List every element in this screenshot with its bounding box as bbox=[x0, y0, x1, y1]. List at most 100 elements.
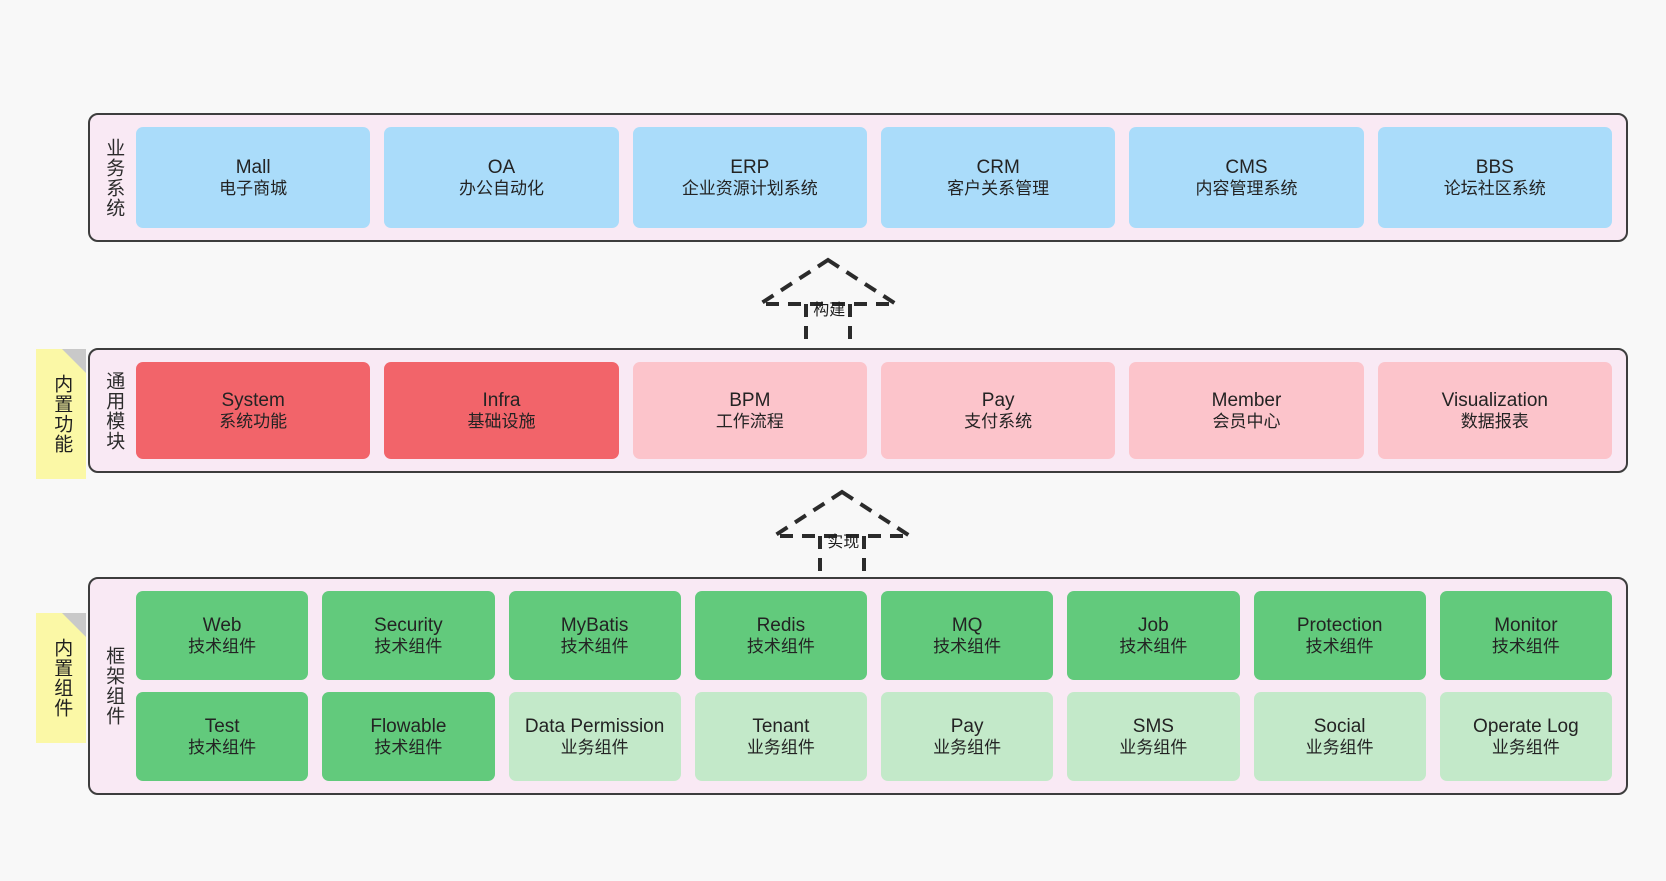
arrow-implement-label: 实现 bbox=[827, 534, 860, 551]
node-data-permission[interactable]: Data Permission 业务组件 bbox=[508, 692, 681, 781]
node-bpm[interactable]: BPM 工作流程 bbox=[632, 362, 867, 459]
node-tenant-name: Tenant bbox=[752, 715, 810, 737]
node-mall[interactable]: Mall 电子商城 bbox=[136, 127, 371, 228]
sticky-note-builtin-components: 内置组件 bbox=[36, 613, 86, 743]
node-infra-desc: 基础设施 bbox=[467, 411, 536, 431]
layer-business-system: 业务系统 Mall 电子商城 OA 办公自动化 ERP 企业资源计划系统 CRM… bbox=[88, 113, 1628, 242]
sticky-note-builtin-features: 内置功能 bbox=[36, 349, 86, 479]
node-erp-desc: 企业资源计划系统 bbox=[681, 178, 818, 198]
layer-business-system-title: 业务系统 bbox=[103, 137, 125, 218]
layer-common-module: 通用模块 System 系统功能 Infra 基础设施 BPM 工作流程 Pay… bbox=[88, 348, 1628, 473]
node-crm[interactable]: CRM 客户关系管理 bbox=[880, 127, 1116, 228]
node-erp-name: ERP bbox=[730, 156, 770, 178]
node-mq[interactable]: MQ 技术组件 bbox=[881, 591, 1054, 680]
node-pay-component[interactable]: Pay 业务组件 bbox=[881, 692, 1054, 781]
sticky-note-builtin-features-label: 内置功能 bbox=[51, 374, 73, 454]
node-infra[interactable]: Infra 基础设施 bbox=[384, 362, 619, 459]
node-flowable[interactable]: Flowable 技术组件 bbox=[322, 692, 495, 781]
node-member-desc: 会员中心 bbox=[1212, 411, 1281, 431]
node-oa-desc: 办公自动化 bbox=[458, 178, 544, 198]
node-infra-name: Infra bbox=[482, 389, 521, 411]
node-system-name: System bbox=[221, 389, 285, 411]
node-pay-module[interactable]: Pay 支付系统 bbox=[880, 362, 1116, 459]
node-operate-log-name: Operate Log bbox=[1473, 715, 1579, 737]
node-sms[interactable]: SMS 业务组件 bbox=[1067, 692, 1240, 781]
layer-common-module-nodes: System 系统功能 Infra 基础设施 BPM 工作流程 Pay 支付系统… bbox=[136, 350, 1626, 471]
layer-framework-component: 框架组件 Web 技术组件 Security 技术组件 MyBatis 技术组件… bbox=[88, 577, 1628, 795]
node-social-desc: 业务组件 bbox=[1305, 737, 1374, 757]
node-social-name: Social bbox=[1313, 715, 1366, 737]
node-monitor-name: Monitor bbox=[1494, 614, 1558, 636]
node-redis[interactable]: Redis 技术组件 bbox=[694, 591, 867, 680]
node-member-name: Member bbox=[1211, 389, 1282, 411]
sticky-note-builtin-components-label: 内置组件 bbox=[51, 638, 73, 718]
arrow-build: 构建 bbox=[753, 257, 903, 343]
node-job-name: Job bbox=[1138, 614, 1169, 636]
sticky-fold-corner-icon bbox=[62, 613, 86, 637]
node-protection[interactable]: Protection 技术组件 bbox=[1253, 591, 1426, 680]
layer-common-module-title: 通用模块 bbox=[103, 370, 125, 451]
node-web[interactable]: Web 技术组件 bbox=[136, 591, 309, 680]
node-oa[interactable]: OA 办公自动化 bbox=[384, 127, 619, 228]
node-sms-name: SMS bbox=[1132, 715, 1174, 737]
node-cms-desc: 内容管理系统 bbox=[1195, 178, 1298, 198]
layer-framework-component-title: 框架组件 bbox=[103, 646, 125, 726]
node-visualization-desc: 数据报表 bbox=[1460, 411, 1529, 431]
node-data-permission-name: Data Permission bbox=[524, 715, 665, 737]
node-monitor[interactable]: Monitor 技术组件 bbox=[1439, 591, 1612, 680]
node-pay-module-name: Pay bbox=[981, 389, 1015, 411]
node-bpm-name: BPM bbox=[729, 389, 771, 411]
node-security[interactable]: Security 技术组件 bbox=[322, 591, 495, 680]
node-security-name: Security bbox=[374, 614, 443, 636]
node-web-desc: 技术组件 bbox=[188, 636, 257, 656]
node-operate-log[interactable]: Operate Log 业务组件 bbox=[1439, 692, 1612, 781]
arrow-build-glyph bbox=[753, 257, 903, 343]
node-job[interactable]: Job 技术组件 bbox=[1067, 591, 1240, 680]
node-mq-desc: 技术组件 bbox=[933, 636, 1002, 656]
node-erp[interactable]: ERP 企业资源计划系统 bbox=[632, 127, 867, 228]
layer-framework-component-nodes: Web 技术组件 Security 技术组件 MyBatis 技术组件 Redi… bbox=[136, 579, 1626, 793]
node-pay-component-name: Pay bbox=[950, 715, 984, 737]
node-redis-name: Redis bbox=[756, 614, 806, 636]
node-member[interactable]: Member 会员中心 bbox=[1129, 362, 1364, 459]
node-bbs[interactable]: BBS 论坛社区系统 bbox=[1377, 127, 1612, 228]
node-crm-name: CRM bbox=[976, 156, 1020, 178]
arrow-implement-glyph bbox=[767, 489, 917, 575]
node-test-desc: 技术组件 bbox=[188, 737, 257, 757]
node-bpm-desc: 工作流程 bbox=[715, 411, 784, 431]
node-flowable-name: Flowable bbox=[370, 715, 447, 737]
node-monitor-desc: 技术组件 bbox=[1491, 636, 1560, 656]
node-social[interactable]: Social 业务组件 bbox=[1253, 692, 1426, 781]
node-visualization-name: Visualization bbox=[1441, 389, 1548, 411]
node-data-permission-desc: 业务组件 bbox=[560, 737, 629, 757]
node-test-name: Test bbox=[204, 715, 240, 737]
node-mall-desc: 电子商城 bbox=[219, 178, 288, 198]
node-security-desc: 技术组件 bbox=[374, 636, 443, 656]
node-mall-name: Mall bbox=[235, 156, 271, 178]
node-web-name: Web bbox=[202, 614, 242, 636]
node-crm-desc: 客户关系管理 bbox=[947, 178, 1050, 198]
framework-row-tech: Web 技术组件 Security 技术组件 MyBatis 技术组件 Redi… bbox=[136, 591, 1612, 680]
node-sms-desc: 业务组件 bbox=[1119, 737, 1188, 757]
node-bbs-name: BBS bbox=[1475, 156, 1514, 178]
node-pay-component-desc: 业务组件 bbox=[933, 737, 1002, 757]
node-operate-log-desc: 业务组件 bbox=[1491, 737, 1560, 757]
arrow-implement: 实现 bbox=[767, 489, 917, 575]
node-protection-desc: 技术组件 bbox=[1305, 636, 1374, 656]
node-protection-name: Protection bbox=[1296, 614, 1383, 636]
sticky-fold-corner-icon bbox=[62, 349, 86, 373]
node-redis-desc: 技术组件 bbox=[746, 636, 815, 656]
node-visualization[interactable]: Visualization 数据报表 bbox=[1377, 362, 1612, 459]
node-tenant-desc: 业务组件 bbox=[746, 737, 815, 757]
node-test[interactable]: Test 技术组件 bbox=[136, 692, 309, 781]
node-pay-module-desc: 支付系统 bbox=[964, 411, 1033, 431]
node-oa-name: OA bbox=[487, 156, 516, 178]
arrow-build-label: 构建 bbox=[813, 302, 846, 319]
node-mybatis[interactable]: MyBatis 技术组件 bbox=[508, 591, 681, 680]
node-system-desc: 系统功能 bbox=[219, 411, 288, 431]
node-tenant[interactable]: Tenant 业务组件 bbox=[694, 692, 867, 781]
node-system[interactable]: System 系统功能 bbox=[136, 362, 371, 459]
node-cms[interactable]: CMS 内容管理系统 bbox=[1129, 127, 1364, 228]
layer-business-system-nodes: Mall 电子商城 OA 办公自动化 ERP 企业资源计划系统 CRM 客户关系… bbox=[136, 115, 1626, 240]
